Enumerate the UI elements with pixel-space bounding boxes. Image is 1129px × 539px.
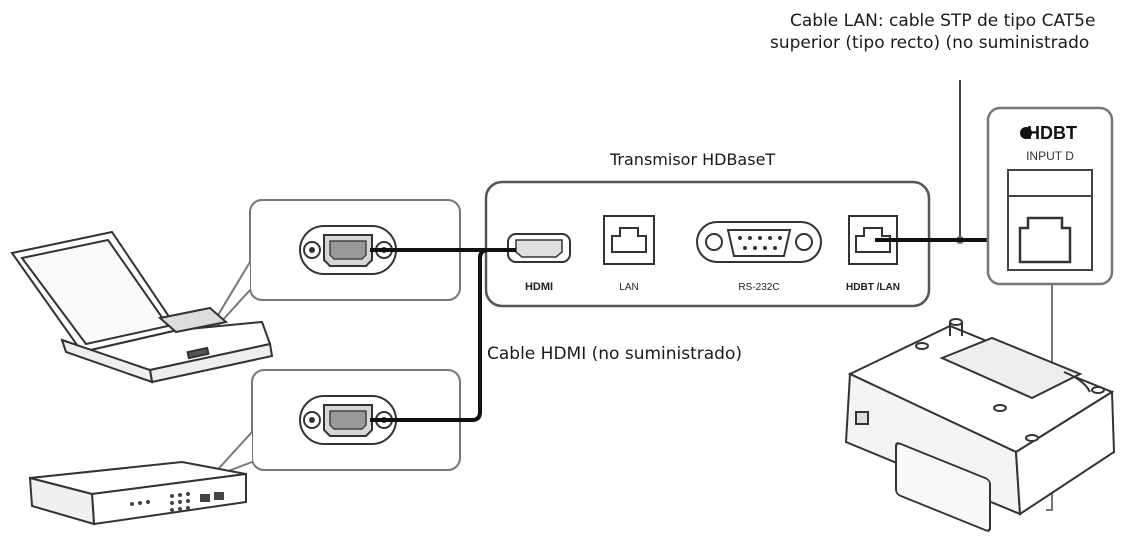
transmitter-rs232c-port (696, 221, 822, 263)
projector-panel-leader (1046, 284, 1053, 511)
lan-cable-label-line2: superior (tipo recto) (no suministrado (770, 33, 1090, 53)
media-player (28, 460, 247, 526)
transmitter-hdmi-port (507, 233, 571, 263)
hdmi-cable-label: Cable HDMI (no suministrado) (487, 344, 742, 364)
port-label-hdmi: HDMI (525, 281, 553, 293)
transmitter-label: Transmisor HDBaseT (610, 150, 776, 169)
transmitter-hdbt-lan-port (848, 215, 898, 265)
hdbaset-transmitter: HDMI LAN RS-232C HDBT /LAN (484, 180, 931, 308)
projector-hdbt-logo: HDBT (1027, 123, 1077, 143)
projector-input-label: INPUT D (1026, 149, 1074, 163)
laptop (10, 230, 274, 384)
lan-cable-label: Cable LAN: cable STP de tipo CAT5e super… (770, 10, 1096, 54)
hdmi-cables (370, 248, 516, 422)
projector (844, 318, 1116, 532)
port-label-rs232c: RS-232C (738, 282, 779, 293)
player-hdmi-callout (209, 369, 461, 479)
lan-cable-label-line1: Cable LAN: cable STP de tipo CAT5e (790, 11, 1096, 31)
transmitter-lan-port (603, 215, 655, 265)
port-label-lan: LAN (619, 282, 638, 293)
projector-hdbt-panel: HDBT INPUT D (986, 106, 1114, 286)
port-label-hdbt-lan: HDBT /LAN (846, 282, 900, 293)
